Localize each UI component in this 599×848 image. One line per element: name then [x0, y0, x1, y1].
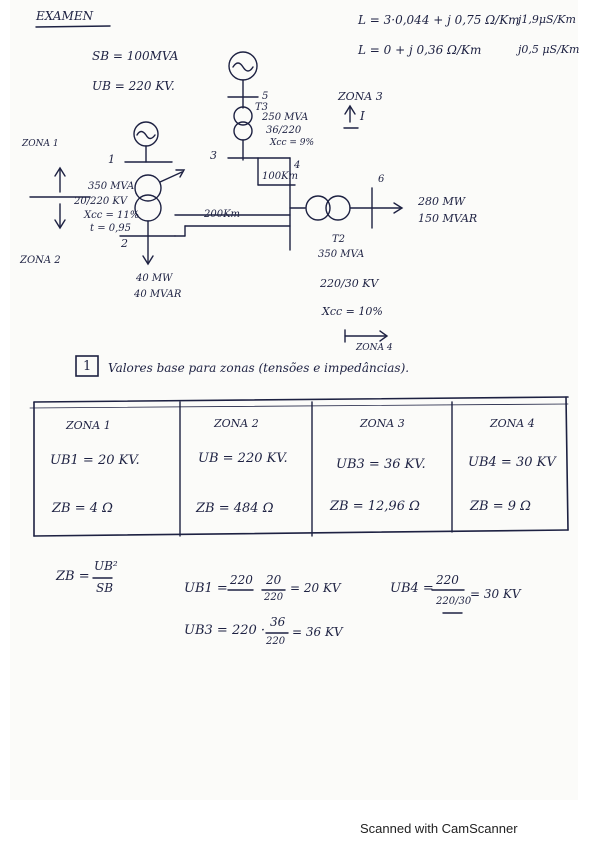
- t1-xcc: Xcc = 11%: [84, 210, 140, 221]
- base-voltage: UB = 220 KV.: [92, 79, 175, 93]
- formula-ub3-num: 36: [270, 615, 286, 629]
- formula-ub1-result: = 20 KV: [290, 581, 341, 595]
- title-underline: [35, 25, 111, 28]
- bus-2-label: 2: [121, 237, 128, 250]
- line-2-impedance: L = 0 + j 0,36 Ω/Km: [358, 43, 482, 57]
- table-zone-4-ub: UB4 = 30 KV: [468, 455, 556, 470]
- table-top-border: [33, 396, 569, 403]
- scanner-watermark: Scanned with CamScanner: [360, 821, 518, 836]
- t2-label: T2: [332, 234, 346, 245]
- table-zone-4-zb: ZB = 9 Ω: [470, 499, 531, 514]
- zone-2-diagram-label: ZONA 2: [20, 255, 61, 266]
- table-zone-4-name: ZONA 4: [490, 417, 535, 430]
- load-2-reactive: 150 MVAR: [418, 212, 478, 225]
- formula-ub1-den: 220: [264, 592, 284, 603]
- formula-ub1-lhs: UB1 =: [184, 581, 228, 596]
- formula-ub3-lhs: UB3 = 220 ·: [184, 623, 266, 638]
- table-bottom-border: [33, 529, 569, 537]
- table-zone-3-zb: ZB = 12,96 Ω: [330, 499, 420, 514]
- table-zone-3-name: ZONA 3: [360, 417, 405, 430]
- bus-4-label: 4: [294, 160, 301, 171]
- t1-tap: t = 0,95: [90, 223, 132, 234]
- formula-ub4-num: 220: [436, 573, 459, 587]
- t1-winding-a: [134, 174, 162, 202]
- line-1-admittance: j1,9μS/Km: [518, 13, 576, 26]
- t1-rating: 350 MVA: [88, 181, 135, 192]
- formula-ub4-lhs: UB4 =: [390, 581, 434, 596]
- exam-title: EXAMEN: [36, 9, 94, 23]
- t3-label: T3: [255, 102, 269, 113]
- scanner-footer: Scanned with CamScanner: [0, 800, 599, 848]
- line-1-impedance: L = 3·0,044 + j 0,75 Ω/Km: [358, 13, 520, 27]
- t3-ratio: 36/220: [266, 125, 302, 136]
- table-zone-3-ub: UB3 = 36 KV.: [336, 457, 426, 472]
- formula-ub3-result: = 36 KV: [292, 625, 343, 639]
- zone-3-diagram-label: ZONA 3: [338, 90, 383, 103]
- section-number: 1: [83, 359, 92, 374]
- t2-winding-a: [305, 195, 331, 221]
- single-line-diagram: [29, 25, 569, 634]
- section-title: Valores base para zonas (tensões e imped…: [108, 361, 410, 375]
- zone-1-diagram-label: ZONA 1: [22, 139, 59, 149]
- t1-ratio: 20/220 KV: [74, 196, 128, 207]
- table-zone-1-ub: UB1 = 20 KV.: [50, 453, 140, 468]
- line-100km-label: 100Km: [262, 171, 299, 182]
- load-1-active: 40 MW: [136, 273, 173, 284]
- load-2-active: 280 MW: [418, 195, 466, 208]
- t3-rating: 250 MVA: [262, 112, 309, 123]
- bus-3-label: 3: [210, 149, 217, 162]
- section-number-box: [75, 355, 99, 377]
- table-zone-1-zb: ZB = 4 Ω: [52, 501, 113, 516]
- base-power: SB = 100MVA: [92, 49, 179, 63]
- formula-zb-denominator: SB: [96, 581, 114, 595]
- line-200km-label: 200Km: [204, 209, 241, 220]
- bus-1-label: 1: [108, 153, 115, 166]
- formula-zb-numerator: UB²: [94, 559, 118, 573]
- bus-5-label: 5: [262, 91, 269, 102]
- zone-3-numeral: I: [360, 109, 365, 123]
- t3-winding-a: [233, 106, 253, 126]
- formula-ub1-num-a: 220: [230, 573, 253, 587]
- bus-6-label: 6: [378, 174, 385, 185]
- t2-ratio: 220/30 KV: [320, 277, 379, 290]
- zone-4-diagram-label: ZONA 4: [356, 343, 393, 353]
- formula-ub4-den: 220/30: [436, 596, 472, 607]
- table-zone-2-name: ZONA 2: [214, 417, 259, 430]
- line-2-admittance: j0,5 μS/Km: [518, 43, 580, 56]
- table-zone-2-ub: UB = 220 KV.: [198, 451, 288, 466]
- t2-xcc: Xcc = 10%: [322, 305, 383, 318]
- formula-ub1-num-b: 20: [266, 573, 282, 587]
- formula-zb-lhs: ZB =: [56, 569, 90, 584]
- table-zone-2-zb: ZB = 484 Ω: [196, 501, 274, 516]
- generator-5-wave: [232, 62, 254, 72]
- load-1-reactive: 40 MVAR: [134, 289, 182, 300]
- formula-ub3-den: 220: [266, 636, 286, 647]
- formula-ub4-result: = 30 KV: [470, 587, 521, 601]
- table-zone-1-name: ZONA 1: [66, 419, 111, 432]
- t2-rating: 350 MVA: [318, 249, 365, 260]
- t3-xcc: Xcc = 9%: [270, 138, 315, 148]
